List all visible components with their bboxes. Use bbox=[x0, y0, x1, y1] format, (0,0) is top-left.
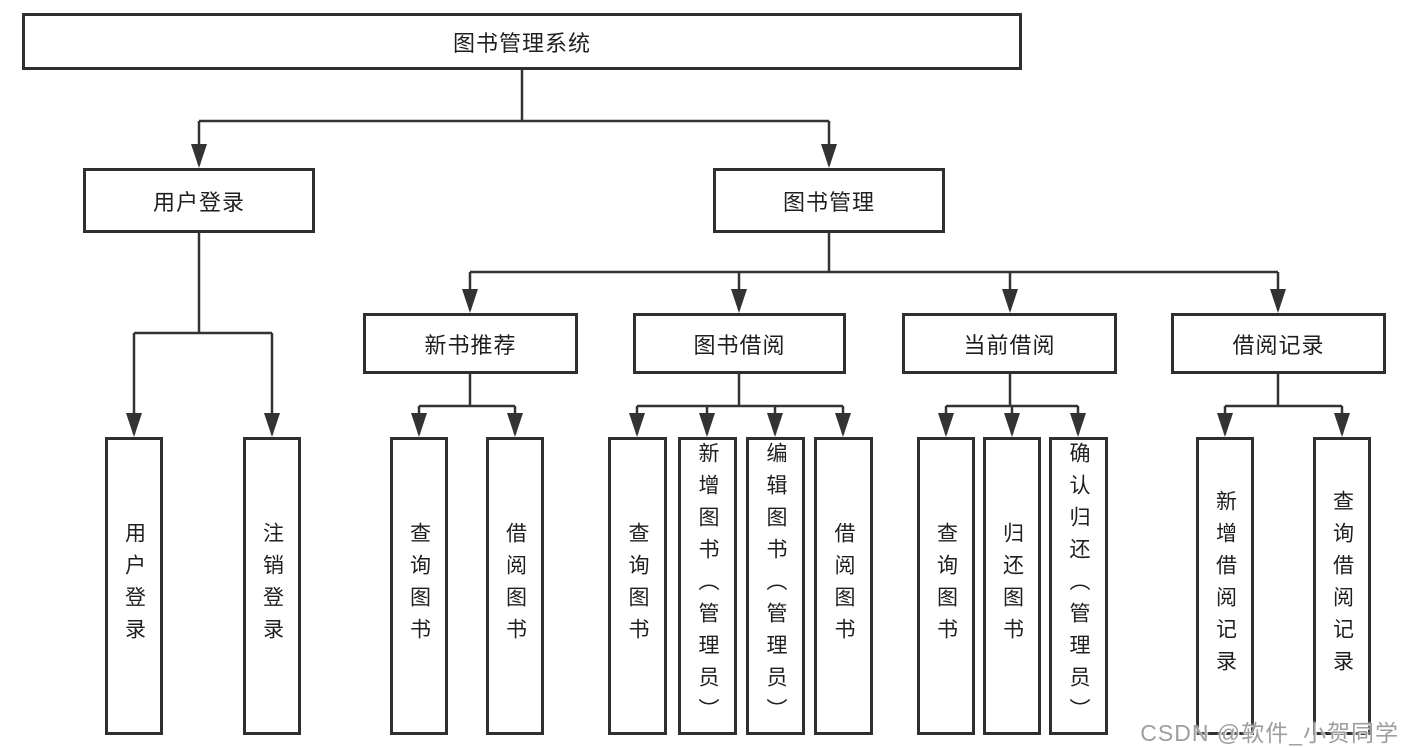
leaf-label: 确认归还（管理员） bbox=[1067, 442, 1090, 730]
leaf-edit-book-admin: 编辑图书（管理员） bbox=[746, 437, 805, 735]
leaf-user-login: 用户登录 bbox=[105, 437, 163, 735]
node-book-mgmt: 图书管理 bbox=[713, 168, 945, 233]
node-label: 用户登录 bbox=[152, 189, 245, 215]
leaf-label: 新增借阅记录 bbox=[1213, 490, 1237, 682]
node-label: 图书管理 bbox=[782, 189, 875, 215]
leaf-label: 查询图书 bbox=[934, 522, 958, 650]
leaf-label: 归还图书 bbox=[1000, 522, 1024, 650]
leaf-borrow-books-1: 借阅图书 bbox=[486, 437, 544, 735]
leaf-label: 用户登录 bbox=[122, 522, 146, 650]
leaf-add-book-admin: 新增图书（管理员） bbox=[678, 437, 737, 735]
leaf-label: 查询图书 bbox=[626, 522, 649, 650]
leaf-confirm-return-admin: 确认归还（管理员） bbox=[1049, 437, 1108, 735]
leaf-label: 借阅图书 bbox=[503, 522, 527, 650]
node-label: 图书借阅 bbox=[693, 332, 786, 358]
node-user-login: 用户登录 bbox=[83, 168, 315, 233]
leaf-add-borrow-record: 新增借阅记录 bbox=[1196, 437, 1254, 735]
leaf-label: 新增图书（管理员） bbox=[696, 442, 719, 730]
node-root-label: 图书管理系统 bbox=[452, 30, 591, 56]
leaf-query-books-2: 查询图书 bbox=[608, 437, 667, 735]
leaf-label: 查询借阅记录 bbox=[1330, 490, 1354, 682]
node-book-borrow: 图书借阅 bbox=[633, 313, 846, 374]
node-new-book-recommend: 新书推荐 bbox=[363, 313, 578, 374]
leaf-label: 借阅图书 bbox=[832, 522, 855, 650]
csdn-watermark: CSDN @软件_小贺同学 bbox=[1140, 720, 1399, 746]
leaf-borrow-books-2: 借阅图书 bbox=[814, 437, 873, 735]
node-borrow-records: 借阅记录 bbox=[1171, 313, 1386, 374]
leaf-label: 编辑图书（管理员） bbox=[764, 442, 787, 730]
leaf-label: 注销登录 bbox=[260, 522, 284, 650]
leaf-query-books-3: 查询图书 bbox=[917, 437, 975, 735]
node-label: 当前借阅 bbox=[963, 332, 1056, 358]
leaf-return-books: 归还图书 bbox=[983, 437, 1041, 735]
leaf-logout: 注销登录 bbox=[243, 437, 301, 735]
node-root: 图书管理系统 bbox=[22, 13, 1022, 70]
node-current-borrow: 当前借阅 bbox=[902, 313, 1117, 374]
node-label: 新书推荐 bbox=[424, 332, 517, 358]
leaf-label: 查询图书 bbox=[407, 522, 431, 650]
node-label: 借阅记录 bbox=[1232, 332, 1325, 358]
leaf-query-borrow-record: 查询借阅记录 bbox=[1313, 437, 1371, 735]
leaf-query-books-1: 查询图书 bbox=[390, 437, 448, 735]
arrowhead-icons bbox=[126, 144, 1350, 437]
